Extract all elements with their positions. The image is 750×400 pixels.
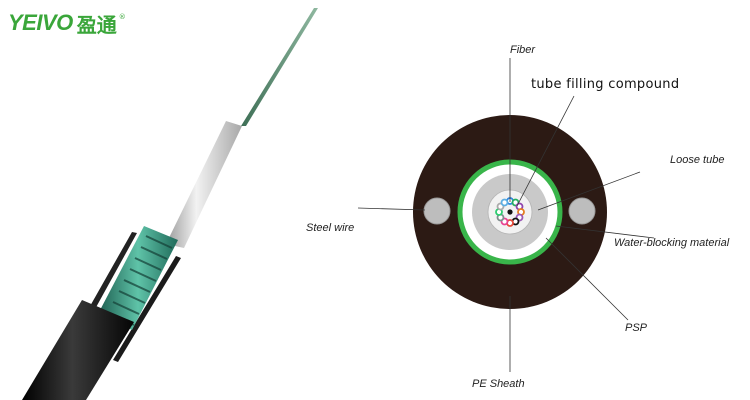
label-fiber: Fiber bbox=[510, 44, 536, 56]
leader-tube-filling bbox=[516, 95, 575, 207]
brand-logo-latin: YEIVO bbox=[8, 10, 73, 35]
cable-pe-sheath-black bbox=[22, 300, 134, 400]
leader-water-blocking bbox=[555, 225, 655, 239]
brand-logo-cjk: 盈通 bbox=[76, 12, 117, 37]
label-psp: PSP bbox=[625, 322, 648, 334]
label-steel-wire: Steel wire bbox=[306, 222, 355, 234]
label-water-blocking-material: Water-blocking material bbox=[614, 237, 730, 249]
cable-photo bbox=[22, 8, 318, 400]
brand-logo-registered: ® bbox=[118, 13, 126, 21]
label-loose-tube: Loose tube bbox=[670, 154, 725, 166]
cross-section bbox=[413, 115, 607, 309]
label-tube-filling-compound: tube filling compound bbox=[531, 77, 680, 92]
brand-logo: YEIVO 盈通 ® bbox=[8, 6, 126, 40]
cable-loose-tube-white bbox=[166, 121, 242, 248]
label-pe-sheath: PE Sheath bbox=[472, 378, 525, 390]
leader-steel-wire bbox=[357, 207, 426, 211]
steel-wire-left bbox=[423, 197, 451, 225]
fiber-core bbox=[500, 198, 509, 207]
leader-psp bbox=[545, 237, 629, 321]
cable-steel-wire-right bbox=[113, 256, 181, 362]
leader-lines bbox=[357, 58, 655, 372]
leader-loose-tube bbox=[537, 171, 641, 211]
steel-wire-right bbox=[568, 197, 596, 225]
fiber-bundle bbox=[495, 197, 525, 227]
fiber-core bbox=[507, 209, 513, 215]
cable-fiber-strand bbox=[241, 8, 318, 126]
